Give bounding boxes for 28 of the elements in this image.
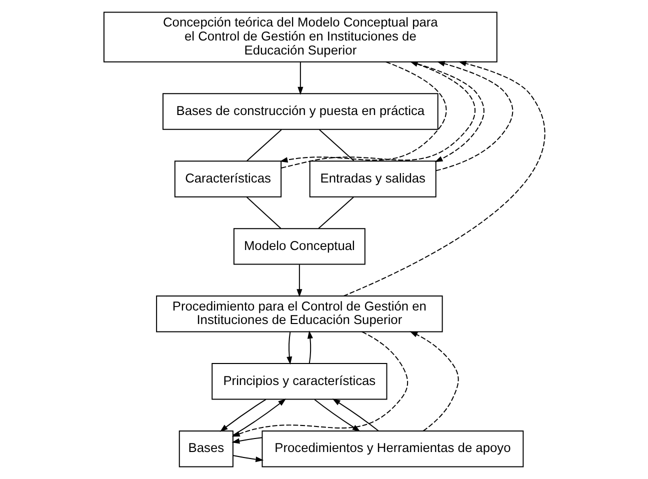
arrow xyxy=(231,437,262,444)
connector xyxy=(246,129,282,162)
connector xyxy=(246,196,281,229)
arrow xyxy=(409,331,458,432)
node-box: Procedimiento para el Control de Gestión en Instituciones de Educación Superior xyxy=(156,296,442,332)
arrow xyxy=(232,455,264,462)
node-box: Entradas y salidas xyxy=(308,160,436,198)
node-box: Concepción teórica del Modelo Conceptual para el Control de Gestión en Instituciones de Educación Superior xyxy=(102,12,497,62)
arrow xyxy=(297,62,303,95)
arrow xyxy=(296,264,302,298)
arrow xyxy=(219,398,266,432)
node-box: Modelo Conceptual xyxy=(232,228,365,265)
node-box: Procedimientos y Herramientas de apoyo xyxy=(261,430,524,468)
connector xyxy=(318,196,354,229)
arrow xyxy=(314,399,360,432)
connector xyxy=(318,129,354,162)
node-box: Bases de construcción y puesta en práctica xyxy=(162,93,438,130)
arrow xyxy=(279,61,446,163)
arrow xyxy=(306,330,312,364)
node-box: Principios y características xyxy=(211,363,387,400)
node-box: Características xyxy=(174,160,282,198)
arrow xyxy=(342,60,545,297)
arrow xyxy=(410,61,484,162)
arrow xyxy=(332,398,378,432)
arrow xyxy=(280,61,475,168)
arrow xyxy=(286,332,292,365)
node-box: Bases xyxy=(178,430,233,468)
arrow xyxy=(434,61,513,172)
